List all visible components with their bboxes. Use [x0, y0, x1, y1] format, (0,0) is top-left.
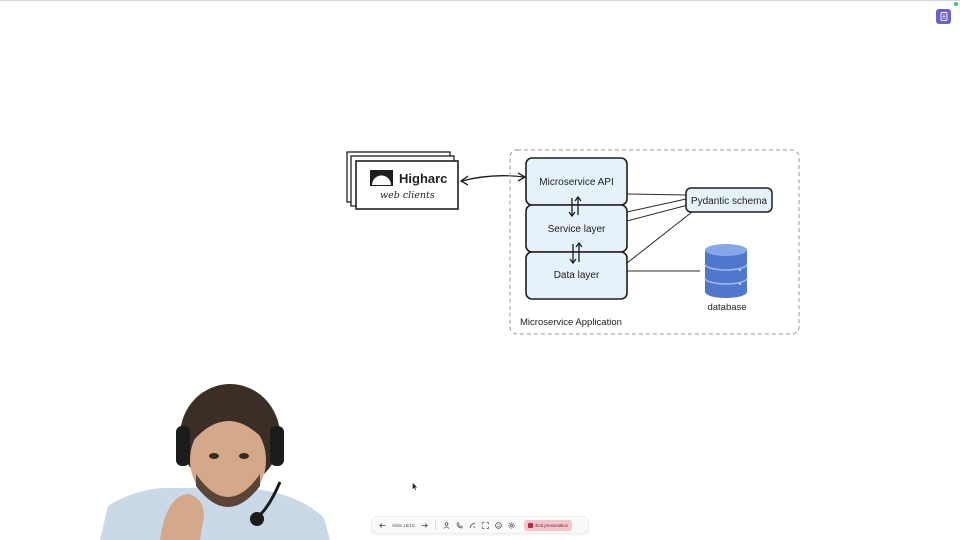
reactions-button[interactable]	[492, 518, 505, 532]
next-slide-button[interactable]	[418, 518, 431, 532]
stop-icon	[527, 522, 533, 528]
presentation-toolbar: Slide 16/18 End presentation	[371, 516, 589, 534]
prev-slide-button[interactable]	[376, 518, 389, 532]
top-border	[0, 0, 960, 1]
laser-pointer-button[interactable]	[466, 518, 479, 532]
laser-icon	[469, 522, 475, 528]
fullscreen-icon	[481, 521, 489, 529]
layer-arrows-bottom	[569, 241, 583, 265]
call-button[interactable]	[453, 518, 466, 532]
layer-data: Data layer	[525, 251, 628, 300]
higharc-logo-icon	[370, 170, 393, 186]
database-label: database	[707, 302, 746, 313]
layer-service: Service layer	[525, 204, 628, 253]
end-presentation-label: End presentation	[535, 522, 569, 528]
web-clients-box: Higharc web clients	[346, 151, 459, 210]
phone-icon	[456, 522, 463, 528]
application-label: Microservice Application	[520, 317, 622, 328]
participants-button[interactable]	[440, 518, 453, 532]
mouse-cursor-icon	[412, 482, 418, 491]
toolbar-separator	[434, 520, 436, 530]
schema-label: Pydantic schema	[691, 196, 768, 207]
pydantic-schema-box: Pydantic schema	[685, 187, 773, 213]
microservice-application-container	[509, 149, 800, 335]
slide-counter: Slide 16/18	[392, 522, 415, 528]
settings-button[interactable]	[505, 518, 518, 532]
end-presentation-button[interactable]: End presentation	[523, 519, 573, 531]
presenter-webcam	[100, 378, 330, 540]
layer-label-service: Service layer	[548, 224, 606, 235]
prev-arrow-icon	[379, 522, 386, 528]
settings-icon	[507, 521, 515, 529]
layer-label-api: Microservice API	[539, 177, 613, 188]
clients-brand: Higharc	[399, 171, 447, 186]
presenter-video	[100, 384, 330, 540]
schema-connectors	[626, 193, 700, 272]
layer-arrows-top	[568, 195, 582, 218]
reaction-icon	[494, 521, 502, 529]
clients-subtitle: web clients	[380, 190, 435, 201]
database-icon	[704, 244, 748, 298]
status-dot	[954, 2, 958, 6]
notes-panel-button[interactable]	[936, 9, 951, 24]
next-arrow-icon	[421, 522, 428, 528]
document-icon	[940, 12, 947, 21]
fullscreen-button[interactable]	[479, 518, 492, 532]
person-icon	[443, 521, 449, 529]
clients-api-arrow	[459, 172, 527, 186]
layer-label-data: Data layer	[554, 270, 600, 281]
